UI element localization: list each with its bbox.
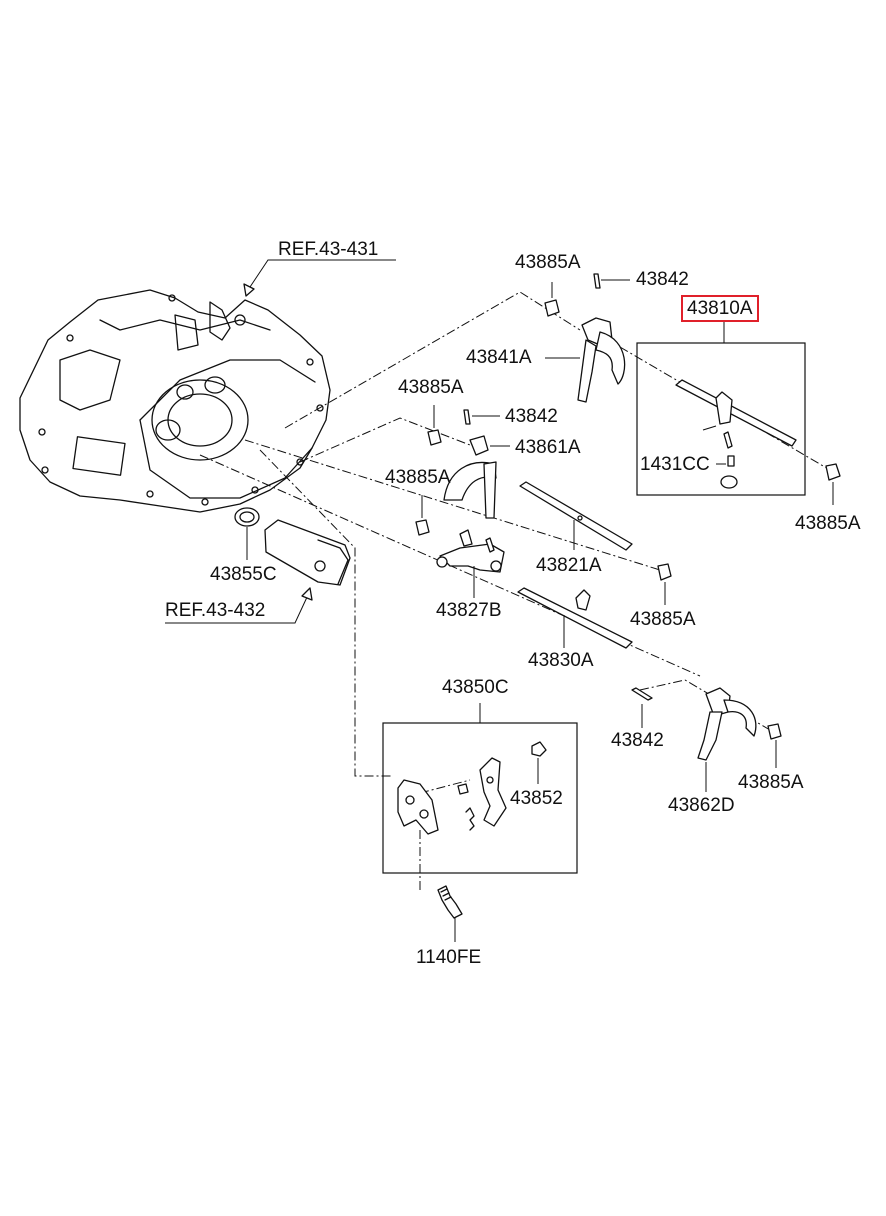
shaft-43810a-box — [636, 322, 806, 496]
bushing-43885a-1 — [544, 282, 560, 317]
fork-43841a — [545, 317, 626, 403]
label-1140fe[interactable]: 1140FE — [416, 947, 482, 968]
pin-43842-3 — [631, 687, 653, 728]
label-43885a-2[interactable]: 43885A — [398, 377, 464, 398]
label-43885a-3[interactable]: 43885A — [385, 467, 451, 488]
ref-43-431-arrowhead — [243, 283, 255, 297]
label-43861a[interactable]: 43861A — [515, 437, 581, 458]
pin-43842-2 — [463, 409, 500, 425]
label-43830a[interactable]: 43830A — [528, 650, 594, 671]
shaft-43830a — [517, 587, 633, 649]
bushing-43885a-2 — [825, 463, 841, 505]
label-43842-2[interactable]: 43842 — [505, 406, 558, 427]
bushing-43885a-6 — [767, 723, 782, 768]
label-ref-43-432[interactable]: REF.43-432 — [165, 600, 266, 621]
fork-43861a — [443, 435, 510, 519]
bushing-43885a-4 — [415, 495, 430, 536]
label-43850c[interactable]: 43850C — [442, 677, 509, 698]
fork-43862d — [697, 687, 757, 792]
bushing-43885a-3 — [427, 405, 442, 446]
label-43855c[interactable]: 43855C — [210, 564, 277, 585]
transaxle-case — [19, 289, 331, 513]
bushing-43885a-5 — [657, 563, 672, 605]
label-43885a-1[interactable]: 43885A — [515, 252, 581, 273]
bolt-1140fe — [437, 885, 463, 942]
label-43862d[interactable]: 43862D — [668, 795, 735, 816]
label-43827b[interactable]: 43827B — [436, 600, 502, 621]
pin-43842-1 — [593, 273, 630, 289]
label-43821a[interactable]: 43821A — [536, 555, 602, 576]
label-1431cc[interactable]: 1431CC — [640, 454, 710, 475]
ref-43-431-leader — [247, 259, 396, 291]
label-43885a-4[interactable]: 43885A — [795, 513, 861, 534]
label-43810a[interactable]: 43810A — [681, 295, 759, 322]
label-43885a-5[interactable]: 43885A — [630, 609, 696, 630]
label-43842-1[interactable]: 43842 — [636, 269, 689, 290]
label-43885a-6[interactable]: 43885A — [738, 772, 804, 793]
seal-43855c — [234, 507, 260, 560]
label-43852[interactable]: 43852 — [510, 788, 563, 809]
label-43842-3[interactable]: 43842 — [611, 730, 664, 751]
sleeve-ref-43-432 — [165, 519, 351, 624]
lever-43827b — [436, 529, 505, 598]
label-43841a[interactable]: 43841A — [466, 347, 532, 368]
detent-43850c-box — [382, 703, 578, 874]
label-ref-43-431[interactable]: REF.43-431 — [278, 239, 379, 260]
shaft-43821a — [519, 481, 633, 551]
